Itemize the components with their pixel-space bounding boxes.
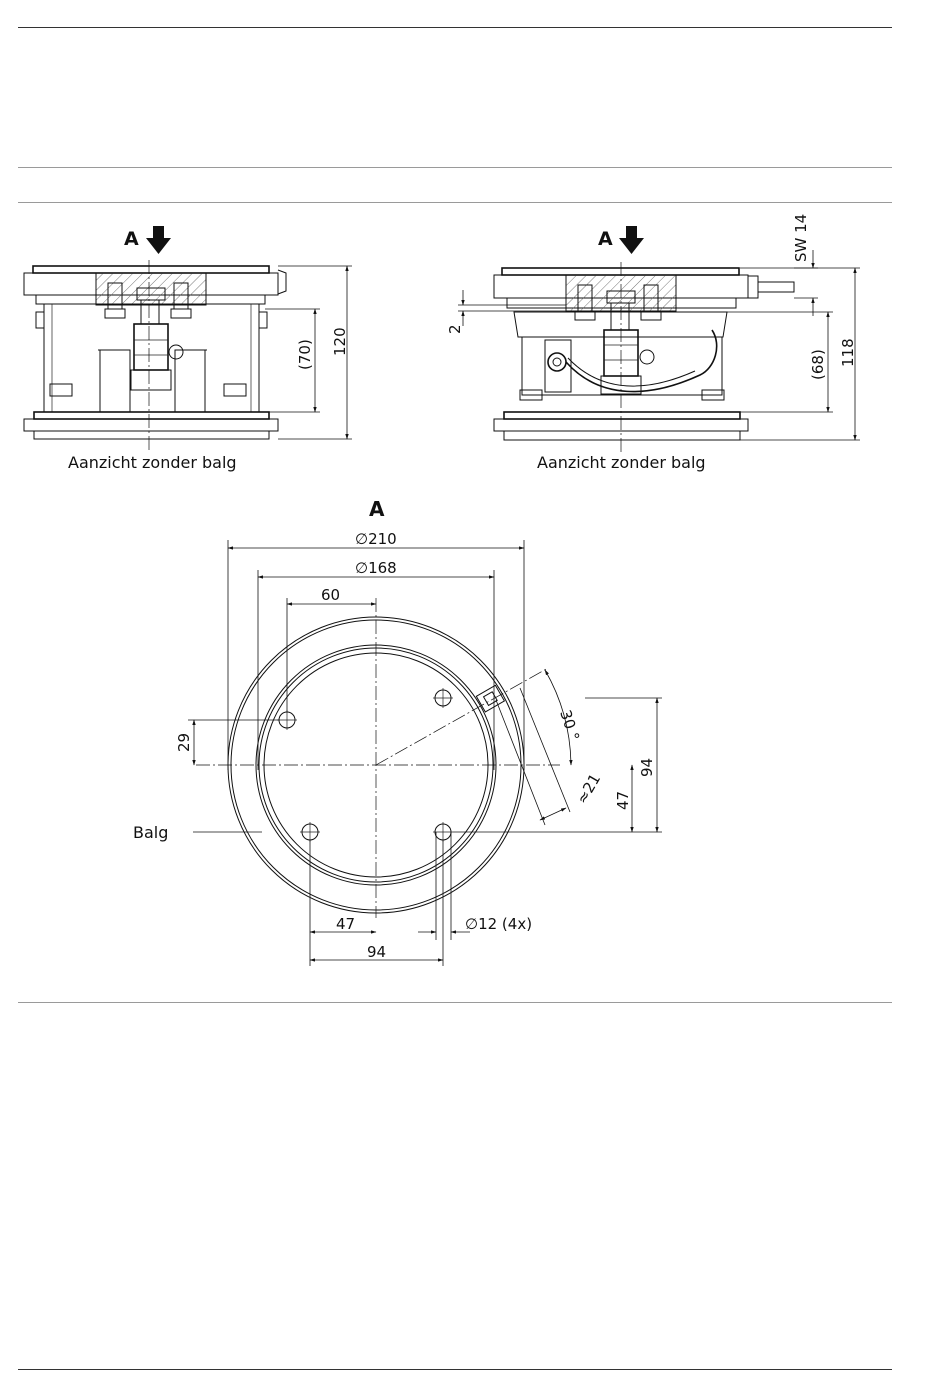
right-view-arrow-icon <box>619 226 644 254</box>
bolt-hole-bottom-left <box>300 822 320 842</box>
right-side-view: A <box>446 214 860 472</box>
hole-offset-47-vertical-dimension: 47 <box>614 791 632 810</box>
left-height-dimension: 120 <box>331 327 349 356</box>
hole-offset-47-horizontal-dimension: 47 <box>336 915 355 933</box>
gap-dimension: 2 <box>446 324 464 334</box>
right-height-dimension: 118 <box>839 338 857 367</box>
hole-diameter-label: ∅12 (4x) <box>465 915 532 933</box>
hole-offset-29-dimension: 29 <box>175 733 193 752</box>
inner-diameter-dimension: ∅168 <box>355 559 397 577</box>
right-view-caption: Aanzicht zonder balg <box>537 453 706 472</box>
balg-label: Balg <box>133 823 168 842</box>
hole-offset-60-dimension: 60 <box>321 586 340 604</box>
bolt-hole-top-left <box>277 710 297 730</box>
bolt-hole-top-right <box>433 688 453 708</box>
left-view-caption: Aanzicht zonder balg <box>68 453 237 472</box>
right-inner-dimension: (68) <box>809 349 827 380</box>
plan-view-title: A <box>369 497 385 521</box>
plan-view-a: A <box>133 497 662 966</box>
wrench-size-dimension: SW 14 <box>792 214 810 262</box>
left-side-view: A <box>24 226 352 472</box>
outer-diameter-dimension: ∅210 <box>355 530 397 548</box>
left-inner-dimension: (70) <box>296 339 314 370</box>
connector-offset-21-dimension: ≈21 <box>573 771 604 807</box>
left-view-arrow-icon <box>146 226 171 254</box>
left-view-arrow-label: A <box>124 228 139 250</box>
hole-spacing-94-vertical-dimension: 94 <box>638 758 656 777</box>
hole-spacing-94-horizontal-dimension: 94 <box>367 943 386 961</box>
right-view-arrow-label: A <box>598 228 613 250</box>
angle-30-dimension: 30 ° <box>556 708 583 743</box>
